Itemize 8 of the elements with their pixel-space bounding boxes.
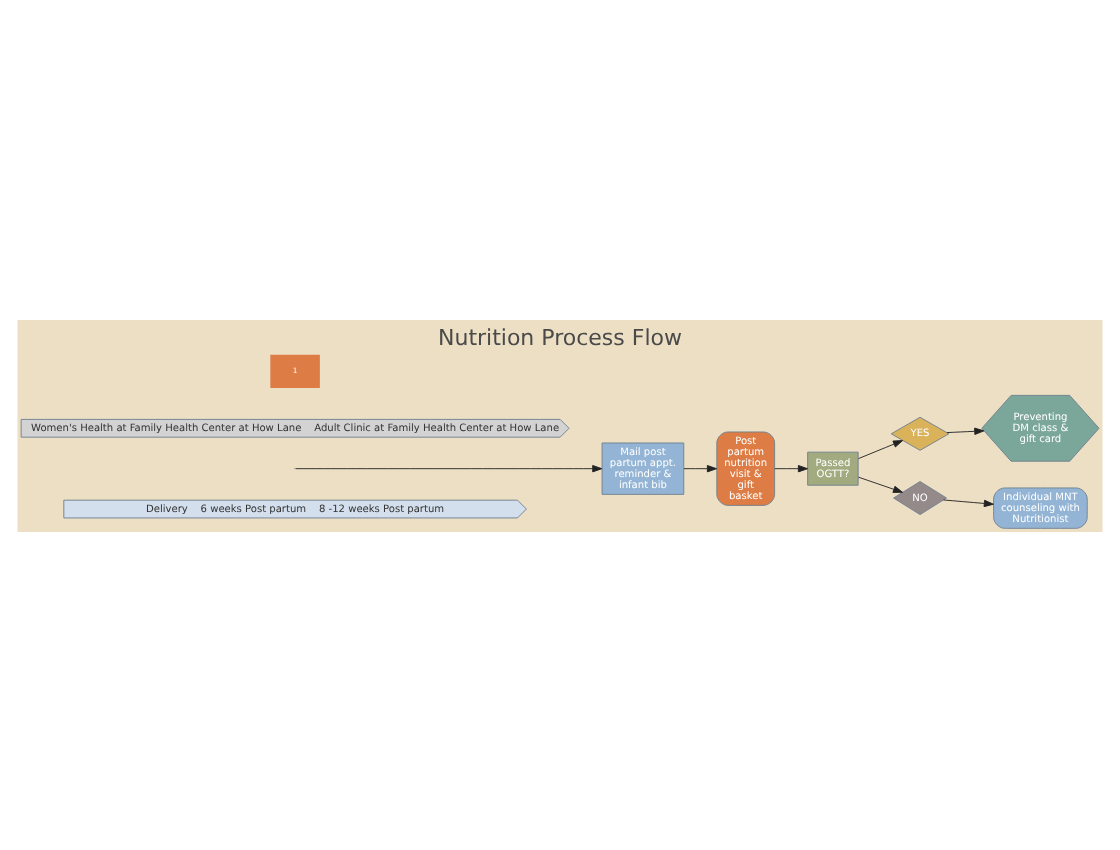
diagram-title: Nutrition Process Flow bbox=[438, 323, 682, 350]
arrow bbox=[858, 439, 904, 459]
arrow bbox=[946, 426, 985, 434]
arrow bbox=[683, 464, 717, 472]
arrow bbox=[295, 464, 603, 472]
arrow bbox=[943, 498, 994, 507]
arrow bbox=[858, 475, 904, 492]
arrow bbox=[774, 464, 808, 472]
